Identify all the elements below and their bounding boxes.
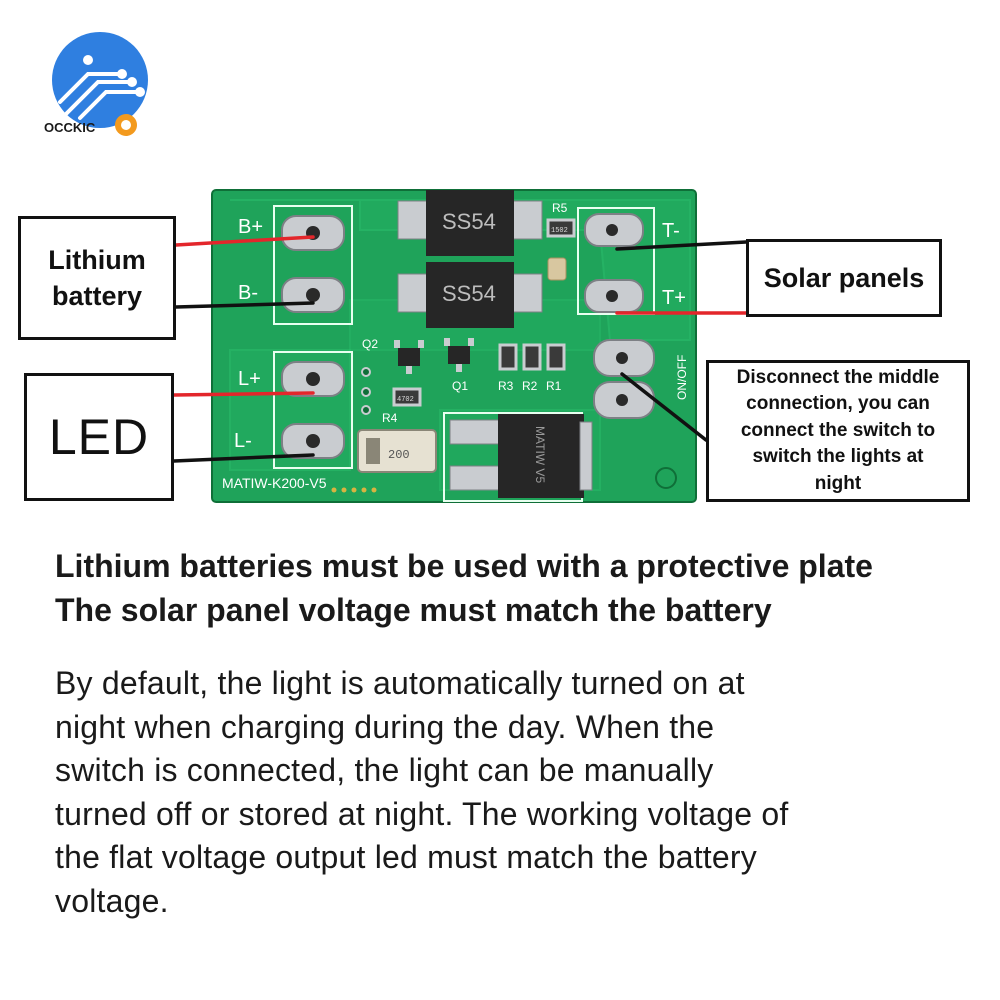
wire-battery-positive: [174, 235, 315, 247]
wire-solar-negative: [615, 240, 748, 251]
label-r5: R5: [552, 201, 568, 215]
transistor-q1: [444, 338, 474, 372]
inductor-200: 200: [357, 429, 437, 473]
resistor-r4: 4702: [392, 387, 422, 407]
description-line: voltage.: [55, 882, 169, 919]
pad-t-minus: [584, 213, 644, 247]
label-r4: R4: [382, 411, 398, 425]
diode-ss54-top: SS54: [397, 190, 543, 256]
description-line: switch is connected, the light can be ma…: [55, 752, 714, 788]
label-r1: R1: [546, 379, 562, 393]
headline-voltage-match: The solar panel voltage must match the b…: [55, 592, 772, 628]
circuit-trace-icon: [58, 72, 138, 120]
callout-solar-label: Solar panels: [763, 262, 925, 293]
resistor-r5: 1502: [546, 218, 576, 238]
description-line: By default, the light is automatically t…: [55, 665, 745, 701]
diode-label-bottom: SS54: [442, 281, 496, 306]
diode-label-top: SS54: [442, 209, 496, 234]
label-on-off: ON/OFF: [675, 355, 689, 400]
pad-switch-bottom: [593, 381, 655, 419]
callout-battery-line-2: battery: [51, 281, 142, 311]
gear-icon: [115, 114, 137, 136]
switch-note-line-5: night: [814, 472, 862, 494]
pad-l-plus: [281, 361, 345, 397]
label-r2: R2: [522, 379, 538, 393]
pcb-board: B+ B- L+ L- T- T+ SS54 SS54 1502 4702: [172, 189, 748, 503]
logo-text: OCCKIC: [44, 120, 96, 135]
label-q1: Q1: [452, 379, 468, 393]
board-id-label: MATIW-K200-V5: [222, 475, 327, 491]
mosfet-chip: MATIW V5: [449, 414, 593, 498]
transistor-q2: [394, 340, 424, 374]
wire-battery-negative: [174, 301, 315, 309]
description-line: turned off or stored at night. The worki…: [55, 795, 789, 832]
callout-solar-panels: Solar panels: [746, 239, 942, 317]
callout-led: LED: [24, 373, 174, 501]
switch-note-line-1: Disconnect the middle: [736, 366, 940, 388]
capacitor: [547, 257, 567, 281]
pad-t-plus: [584, 279, 644, 313]
switch-note-line-2: connection, you can: [746, 393, 930, 415]
label-q2: Q2: [362, 337, 378, 351]
pad-b-plus: [281, 215, 345, 251]
callout-lithium-battery: Lithium battery: [18, 216, 176, 340]
pad-label-l-plus: L+: [238, 368, 261, 390]
svg-text:1502: 1502: [551, 227, 568, 235]
description-line: night when charging during the day. When…: [55, 708, 715, 745]
label-r3: R3: [498, 379, 514, 393]
diode-ss54-bottom: SS54: [397, 262, 543, 328]
pad-label-b-minus: B-: [238, 282, 258, 304]
callout-battery-line-1: Lithium: [48, 244, 146, 275]
pad-label-t-plus: T+: [662, 287, 686, 309]
description-paragraph: By default, the light is automatically t…: [55, 662, 955, 923]
headline-protective-plate: Lithium batteries must be used with a pr…: [55, 548, 873, 584]
wire-led-negative: [172, 453, 315, 463]
pointer-switch-note: [620, 372, 708, 442]
pad-switch-top: [593, 339, 655, 377]
resistors-r1-r3: [498, 343, 566, 371]
svg-text:200: 200: [388, 448, 410, 462]
pad-label-t-minus: T-: [662, 220, 680, 242]
pad-b-minus: [281, 277, 345, 313]
description-line: the flat voltage output led must match t…: [55, 839, 757, 875]
callout-switch-note: Disconnect the middle connection, you ca…: [706, 360, 970, 502]
pad-label-l-minus: L-: [234, 430, 252, 452]
wire-led-positive: [172, 391, 315, 397]
switch-note-line-3: connect the switch to: [740, 419, 936, 441]
brand-logo: OCCKIC: [44, 32, 148, 136]
mosfet-label: MATIW V5: [533, 426, 547, 483]
switch-note-line-4: switch the lights at: [752, 446, 924, 468]
pad-l-minus: [281, 423, 345, 459]
pad-label-b-plus: B+: [238, 216, 263, 238]
callout-led-label: LED: [48, 409, 150, 465]
svg-text:4702: 4702: [397, 396, 414, 404]
